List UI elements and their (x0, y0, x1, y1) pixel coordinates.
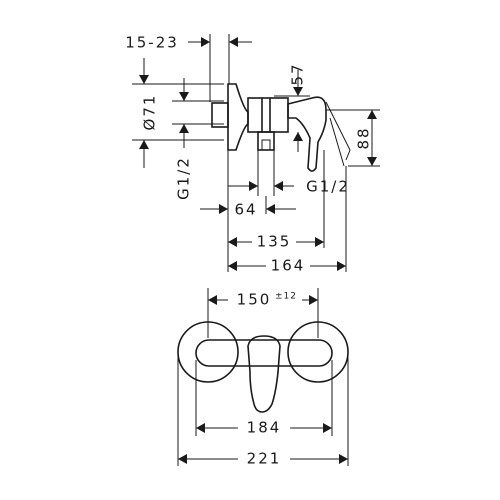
total-width-label: 221 (247, 450, 282, 468)
side-handle-swing (325, 101, 351, 167)
front-body (195, 339, 333, 367)
handle-height-label: 57 (289, 62, 307, 85)
side-view: Ø71 15-23 57 88 G1/2 (125, 34, 380, 275)
side-handle (287, 96, 327, 172)
body-width-label: 184 (247, 419, 282, 437)
side-outlet (257, 131, 275, 151)
side-body (247, 97, 289, 133)
outlet-thread-label: G1/2 (306, 178, 350, 196)
side-body-collar (261, 98, 271, 132)
center-distance-label: 150 (237, 291, 272, 309)
front-view: 150 ±12 184 221 (177, 288, 349, 468)
inlet-thread-label: G1/2 (175, 156, 193, 200)
side-outlet-thread (261, 139, 271, 151)
outlet-distance-label: 135 (257, 233, 292, 251)
total-depth-label: 164 (271, 257, 306, 275)
wall-gap-label: 15-23 (125, 34, 179, 52)
side-escutcheon (227, 83, 249, 151)
center-tolerance-label: ±12 (275, 292, 297, 302)
side-inlet-nut (211, 102, 229, 128)
overall-height-label: 88 (355, 126, 373, 149)
outlet-offset-label: 64 (234, 201, 257, 219)
front-handle (247, 335, 281, 413)
escutcheon-diameter-label: Ø71 (141, 94, 159, 131)
